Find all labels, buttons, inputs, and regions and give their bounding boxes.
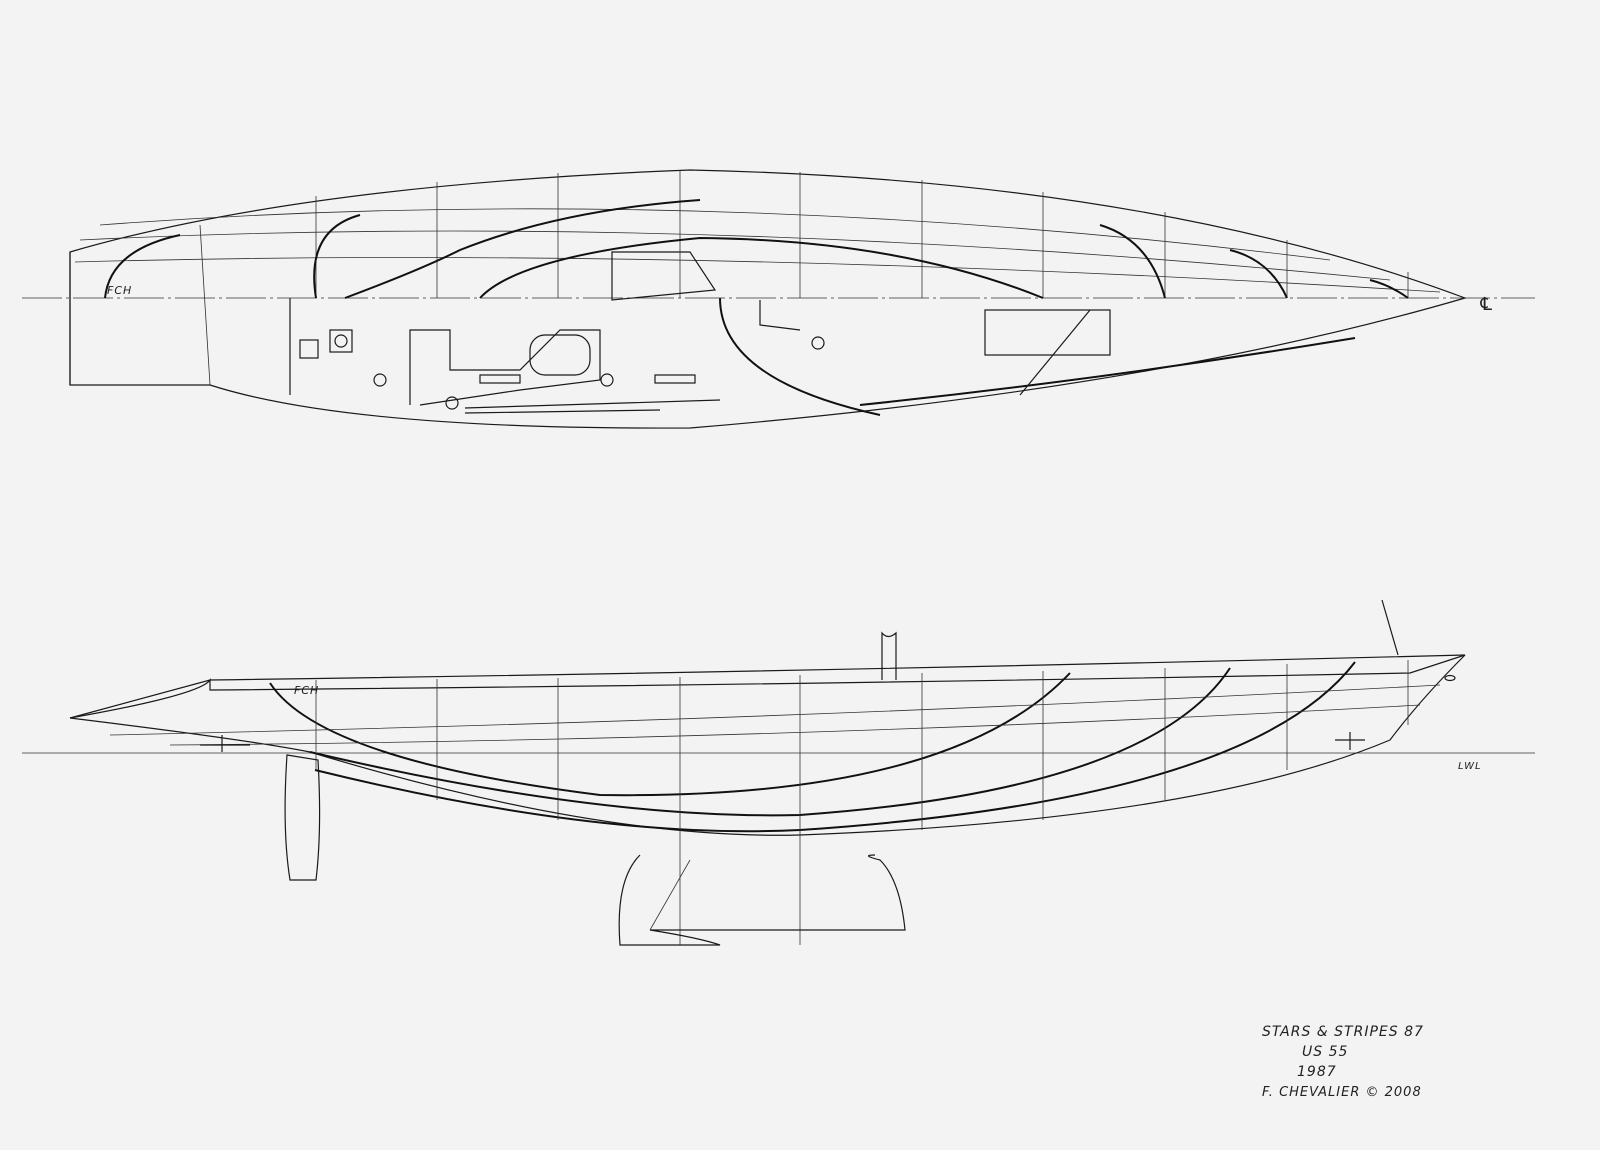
waterlines-plan [74, 208, 1441, 293]
keel [618, 854, 906, 946]
forestay [1381, 599, 1399, 656]
rudder [284, 754, 321, 881]
profile-view: FCH LWL [22, 599, 1535, 946]
sheer-line [69, 654, 1466, 719]
cockpit-details [289, 251, 1111, 414]
title-block: STARS & STRIPES 87 US 55 1987 F. CHEVALI… [1262, 1024, 1424, 1100]
section-curves [104, 199, 1409, 416]
year: 1987 [1297, 1064, 1337, 1080]
deck-outline [69, 169, 1467, 429]
mast-stub [881, 631, 897, 680]
boat-name: STARS & STRIPES 87 [1262, 1024, 1424, 1040]
lwl-label: LWL [1458, 761, 1482, 772]
deck-plan-initials: FCH [107, 284, 132, 297]
stations [199, 170, 1409, 386]
deck-plan-view: FCH ℄ [22, 169, 1535, 429]
hull-bottom [69, 654, 1466, 836]
profile-initials: FCH [294, 684, 319, 697]
credit: F. CHEVALIER © 2008 [1262, 1085, 1422, 1100]
profile-stations [109, 660, 1441, 945]
sail-number: US 55 [1302, 1044, 1348, 1060]
centerline-symbol: ℄ [1478, 294, 1495, 315]
